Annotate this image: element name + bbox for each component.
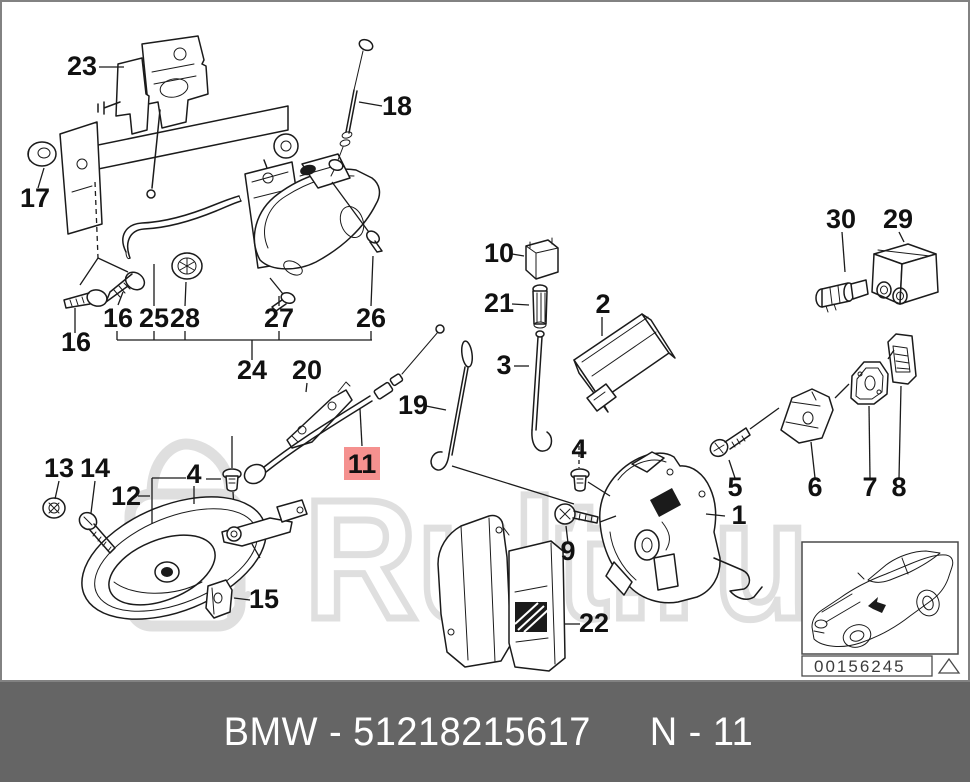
part-label-19: 19	[398, 390, 428, 420]
part-label-22: 22	[579, 608, 609, 638]
part-22-cover-drawing	[437, 514, 566, 672]
part-label-21: 21	[484, 288, 514, 318]
part-4-grommet-left-drawing	[222, 436, 242, 525]
image-code-box	[801, 655, 933, 677]
part-label-6: 6	[807, 472, 822, 502]
part-8-cover-drawing	[887, 333, 917, 385]
exploded-axis-leaders	[749, 349, 895, 430]
part-18-rod-drawing	[328, 38, 374, 177]
part-label-12: 12	[111, 481, 141, 511]
part-label-16: 16	[103, 303, 133, 333]
part-label-13: 13	[44, 453, 74, 483]
part-15-clip-drawing	[205, 579, 233, 619]
diagram-area: Rult.ru	[0, 0, 970, 682]
footer-part-number: BMW - 51218215617	[223, 709, 592, 754]
part-label-26: 26	[356, 303, 386, 333]
part-30-bulb-socket-drawing	[815, 279, 869, 313]
part-label-11: 11	[348, 449, 377, 479]
part-13-plug-drawing	[42, 497, 66, 519]
part-label-14: 14	[80, 453, 110, 483]
part-17-grommet-drawing	[27, 141, 57, 167]
part-label-30: 30	[826, 204, 856, 234]
part-label-18: 18	[382, 91, 412, 121]
part-27-screw-drawing	[271, 291, 296, 312]
leader-lines	[37, 66, 905, 625]
part-5-screw-drawing	[709, 427, 751, 458]
part-label-9: 9	[560, 536, 575, 566]
footer-bar: BMW - 51218215617 N - 11	[0, 682, 970, 782]
part-label-24: 24	[237, 355, 267, 385]
part-28-gasket-drawing	[171, 252, 203, 280]
exterior-door-handle-drawing	[244, 153, 381, 295]
part-26-screw-drawing	[365, 230, 383, 253]
part-11-bowden-cable-drawing	[243, 324, 445, 485]
car-drawing	[811, 550, 954, 648]
part-label-8: 8	[891, 472, 906, 502]
part-19-rod-drawing	[430, 340, 474, 471]
footer-page-ref: N - 11	[649, 709, 754, 754]
leader-rod19-to-lock	[451, 465, 575, 505]
part-23-carrier-assembly-drawing	[59, 35, 299, 286]
part-29-module-drawing	[871, 243, 939, 305]
part-label-17: 17	[20, 183, 50, 213]
part-label-23: 23	[67, 51, 97, 81]
part-label-27: 27	[264, 303, 294, 333]
part-label-28: 28	[170, 303, 200, 333]
part-label-10: 10	[484, 238, 514, 268]
part-label-7: 7	[862, 472, 877, 502]
part-24-support-bar-drawing	[122, 195, 242, 260]
triangle-icon	[937, 657, 961, 674]
car-location-thumbnail: 00156245	[801, 541, 961, 677]
part-label-3: 3	[496, 350, 511, 380]
part-2-actuator-drawing	[573, 313, 676, 413]
part-label-5: 5	[727, 472, 742, 502]
part-3-rod-drawing	[531, 330, 553, 452]
part-label-4: 4	[571, 434, 586, 464]
part-label-20: 20	[292, 355, 322, 385]
part-7-gasket-drawing	[850, 361, 889, 405]
part-21-pin-drawing	[532, 284, 548, 329]
part-label-1: 1	[731, 500, 746, 530]
part-label-4: 4	[186, 459, 201, 489]
part-6-striker-drawing	[780, 388, 834, 444]
part-label-16: 16	[61, 327, 91, 357]
part-20-bracket-plate-drawing	[286, 381, 353, 449]
part-14-screw-drawing	[78, 511, 116, 554]
part-4-grommet-right-drawing	[570, 468, 611, 497]
image-code: 00156245	[814, 657, 906, 676]
part-16-screws-drawing	[63, 271, 146, 309]
part-9-screw-drawing	[554, 503, 617, 525]
part-label-25: 25	[139, 303, 169, 333]
part-label-15: 15	[249, 584, 279, 614]
highlight-box	[344, 447, 380, 480]
door-marker-arrow	[868, 597, 886, 613]
exploded-parts-diagram: Rult.ru	[20, 35, 961, 677]
part-label-29: 29	[883, 204, 913, 234]
part-1-door-lock-drawing	[599, 451, 763, 604]
part-10-connector-drawing	[525, 237, 559, 280]
part-label-2: 2	[595, 289, 610, 319]
